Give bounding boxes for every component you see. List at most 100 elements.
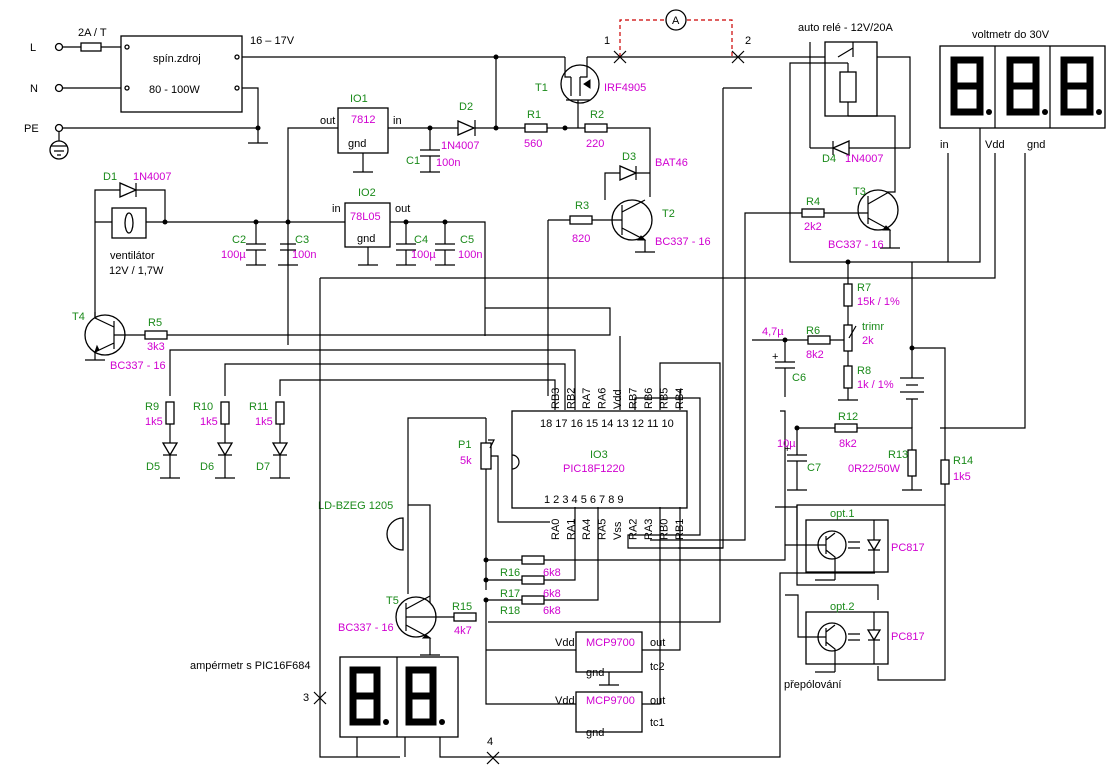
pic-pin-label: RA4 xyxy=(581,519,593,540)
r16-value: 6k8 xyxy=(543,567,561,579)
r16-r18: R16 6k8 R17 6k8 R18 6k8 xyxy=(483,410,786,617)
r13-designator: R13 xyxy=(888,449,908,461)
c4-designator: C4 xyxy=(414,234,428,246)
io1-designator: IO1 xyxy=(350,93,368,105)
r7-designator: R7 xyxy=(857,282,871,294)
trimr-value: 2k xyxy=(862,335,874,347)
r3-designator: R3 xyxy=(575,200,589,212)
t3-value: BC337 - 16 xyxy=(828,239,884,251)
fuse xyxy=(80,42,102,52)
tc2-gnd: gnd xyxy=(586,667,604,679)
tc2-name: tc2 xyxy=(650,661,665,673)
temp-sensors: MCP9700 Vdd out gnd tc2 MCP9700 Vdd out … xyxy=(485,507,681,739)
r2-designator: R2 xyxy=(590,109,604,121)
c2-designator: C2 xyxy=(232,234,246,246)
label-PE: PE xyxy=(24,123,39,135)
t4-leds-section: T4 BC337 - 16 R5 3k3 R9 1k5 R10 1k5 R11 … xyxy=(72,307,611,479)
d4-designator: D4 xyxy=(822,153,836,165)
t1-designator: T1 xyxy=(535,82,548,94)
p1-designator: P1 xyxy=(458,439,471,451)
trimr-label: trimr xyxy=(862,321,884,333)
t3-designator: T3 xyxy=(853,186,866,198)
pic-pin-label: RB3 xyxy=(550,388,562,409)
opt2-designator: opt.2 xyxy=(830,601,854,613)
d2-value: 1N4007 xyxy=(441,140,480,152)
c3-value: 100n xyxy=(292,249,316,261)
ammeter-point-4: 4 xyxy=(487,736,493,748)
io2-value: 78L05 xyxy=(350,211,381,223)
tc2-vdd: Vdd xyxy=(555,637,575,649)
tc2-value: MCP9700 xyxy=(586,637,635,649)
t1-value: IRF4905 xyxy=(604,82,646,94)
io2-out: out xyxy=(395,203,410,215)
r8-designator: R8 xyxy=(857,365,871,377)
d1-value: 1N4007 xyxy=(133,171,172,183)
voltmeter-title: voltmetr do 30V xyxy=(972,29,1050,41)
voltmeter-vdd: Vdd xyxy=(985,139,1005,151)
r5-value: 3k3 xyxy=(147,341,165,353)
r11-designator: R11 xyxy=(249,401,268,413)
io3-top-pin-numbers: 18 17 16 15 14 13 12 11 10 xyxy=(540,418,674,430)
io2-in: in xyxy=(332,203,341,215)
seven-segment-digit xyxy=(349,666,381,726)
io3-pic: IO3 PIC18F1220 18 17 16 15 14 13 12 11 1… xyxy=(488,336,723,623)
c7-plus: + xyxy=(784,443,790,455)
seven-segment-digit xyxy=(1060,56,1094,116)
r18-designator: R18 xyxy=(500,605,520,617)
c1-designator: C1 xyxy=(406,155,420,167)
voltmeter-in: in xyxy=(940,139,949,151)
label-N: N xyxy=(30,83,38,95)
d3-value: BAT46 xyxy=(655,157,688,169)
io3-value: PIC18F1220 xyxy=(563,463,625,475)
c6-designator: C6 xyxy=(792,372,806,384)
c1-value: 100n xyxy=(436,157,460,169)
r14-designator: R14 xyxy=(953,455,973,467)
r12-designator: R12 xyxy=(838,411,858,423)
pic-pin-label: RA7 xyxy=(581,388,593,409)
pic-pin-label: RB7 xyxy=(628,388,640,409)
cut-mark-2 xyxy=(731,50,745,64)
buzzer-label: LD-BZEG 1205 xyxy=(318,500,393,512)
io1-in: in xyxy=(393,115,402,127)
voltage-divider: R7 15k / 1% trimr 2k R8 1k / 1% R6 8k2 +… xyxy=(752,259,946,460)
opt1-value: PC817 xyxy=(891,542,925,554)
ammeter-point-3: 3 xyxy=(303,692,309,704)
c3-designator: C3 xyxy=(295,234,309,246)
r16-designator: R16 xyxy=(500,567,520,579)
t5-designator: T5 xyxy=(386,595,399,607)
ammeter-display: ampérmetr s PIC16F684 3 4 xyxy=(190,278,875,765)
io2-designator: IO2 xyxy=(358,187,376,199)
decimal-point xyxy=(383,719,389,725)
d7-designator: D7 xyxy=(256,461,270,473)
r5-designator: R5 xyxy=(148,317,162,329)
t2-section: D3 BAT46 T2 BC337 - 16 R3 820 xyxy=(547,151,711,396)
pic-pin-label: RA6 xyxy=(597,388,609,409)
p1-buzzer-t5: P1 5k LD-BZEG 1205 T5 BC337 - 16 R15 4k7 xyxy=(318,417,550,656)
fan-spec: 12V / 1,7W xyxy=(109,265,164,277)
t4-designator: T4 xyxy=(72,311,85,323)
p1-value: 5k xyxy=(460,455,472,467)
r14-value: 1k5 xyxy=(953,471,971,483)
tc1-value: MCP9700 xyxy=(586,695,635,707)
psu-power: 80 - 100W xyxy=(149,84,200,96)
d3-designator: D3 xyxy=(622,151,636,163)
io3-designator: IO3 xyxy=(590,449,608,461)
tc1-name: tc1 xyxy=(650,717,665,729)
io1-value: 7812 xyxy=(351,114,375,126)
r15-designator: R15 xyxy=(452,601,472,613)
decimal-point xyxy=(1042,109,1048,115)
psu-output-voltage: 16 – 17V xyxy=(250,35,295,47)
seven-segment-digit xyxy=(950,56,984,116)
io1-out: out xyxy=(320,115,335,127)
r6-value: 8k2 xyxy=(806,349,824,361)
r15-value: 4k7 xyxy=(454,625,472,637)
seven-segment-digit xyxy=(1006,56,1040,116)
fuse-label: 2A / T xyxy=(78,27,107,39)
t2-value: BC337 - 16 xyxy=(655,236,711,248)
io1-gnd: gnd xyxy=(348,138,366,150)
pic-pin-label: RA3 xyxy=(643,519,655,540)
c2-value: 100µ xyxy=(221,249,246,261)
pic-pin-label: RB2 xyxy=(566,388,578,409)
c5-value: 100n xyxy=(458,249,482,261)
r18-value: 6k8 xyxy=(543,605,561,617)
